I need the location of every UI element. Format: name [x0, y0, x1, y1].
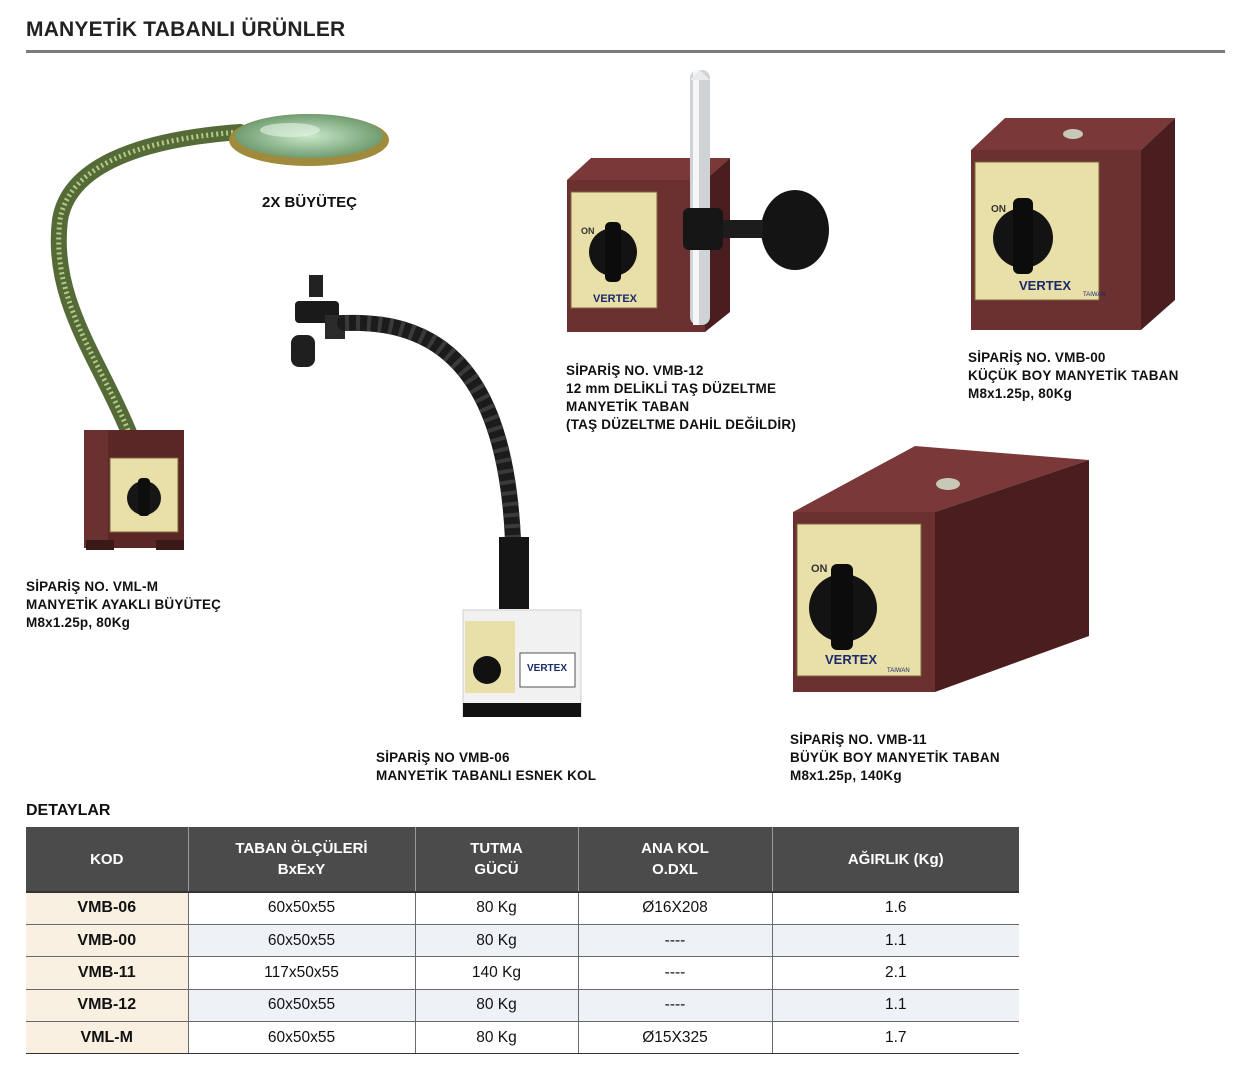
- vmb-06-flexible-arm-image: VERTEX: [291, 275, 582, 717]
- caption-line: MANYETİK AYAKLI BÜYÜTEÇ: [26, 597, 222, 612]
- caption-vmb-11: SİPARİŞ NO. VMB-11 BÜYÜK BOY MANYETİK TA…: [790, 731, 1000, 785]
- vmb-00-magnet-base-image: ON VERTEX TAIWAN: [971, 118, 1175, 330]
- vertex-logo-small: VERTEX: [527, 663, 567, 674]
- cell-weight: 1.1: [772, 989, 1019, 1023]
- vertex-logo: VERTEX: [825, 652, 877, 667]
- on-switch-label: ON: [581, 226, 595, 236]
- caption-vmb-00: SİPARİŞ NO. VMB-00 KÜÇÜK BOY MANYETİK TA…: [968, 349, 1179, 403]
- caption-vml-m: SİPARİŞ NO. VML-M MANYETİK AYAKLI BÜYÜTE…: [26, 578, 221, 632]
- cell-main-arm: Ø16X208: [578, 892, 773, 925]
- caption-line: M8x1.25p, 80Kg: [26, 615, 131, 630]
- cell-holding-force: 80 Kg: [415, 1021, 579, 1055]
- caption-line: BÜYÜK BOY MANYETİK TABAN: [790, 750, 1000, 765]
- caption-line: MANYETİK TABAN: [566, 399, 690, 414]
- on-switch-label: ON: [811, 563, 828, 575]
- cell-dimensions: 60x50x55: [188, 892, 416, 925]
- table-row: VML-M 60x50x55 80 Kg Ø15X325 1.7: [26, 1021, 1019, 1055]
- caption-line: SİPARİŞ NO. VMB-00: [968, 350, 1106, 365]
- header-agirlik: AĞIRLIK (Kg): [772, 827, 1019, 892]
- caption-line: SİPARİŞ NO. VMB-12: [566, 363, 704, 378]
- vml-m-magnifier-image: [50, 114, 389, 550]
- magnifier-label: 2X BÜYÜTEÇ: [262, 194, 358, 211]
- table-row: VMB-12 60x50x55 80 Kg ---- 1.1: [26, 989, 1019, 1023]
- caption-line: KÜÇÜK BOY MANYETİK TABAN: [968, 368, 1179, 383]
- caption-vmb-06: SİPARİŞ NO VMB-06 MANYETİK TABANLI ESNEK…: [376, 749, 596, 785]
- header-kod: KOD: [26, 827, 189, 892]
- cell-code: VMB-00: [26, 924, 189, 958]
- cell-code: VMB-12: [26, 989, 189, 1023]
- cell-weight: 2.1: [772, 956, 1019, 990]
- cell-dimensions: 117x50x55: [188, 956, 416, 990]
- caption-line: 12 mm DELİKLİ TAŞ DÜZELTME: [566, 381, 777, 396]
- cell-dimensions: 60x50x55: [188, 989, 416, 1023]
- table-row: VMB-06 60x50x55 80 Kg Ø16X208 1.6: [26, 892, 1019, 925]
- cell-weight: 1.7: [772, 1021, 1019, 1055]
- title-divider: [26, 50, 1225, 53]
- cell-holding-force: 80 Kg: [415, 989, 579, 1023]
- cell-weight: 1.6: [772, 892, 1019, 925]
- cell-code: VMB-06: [26, 892, 189, 925]
- cell-weight: 1.1: [772, 924, 1019, 958]
- cell-code: VML-M: [26, 1021, 189, 1055]
- cell-dimensions: 60x50x55: [188, 1021, 416, 1055]
- caption-vmb-12: SİPARİŞ NO. VMB-12 12 mm DELİKLİ TAŞ DÜZ…: [566, 362, 796, 434]
- on-switch-label: ON: [991, 204, 1006, 215]
- cell-dimensions: 60x50x55: [188, 924, 416, 958]
- caption-line: SİPARİŞ NO. VMB-11: [790, 732, 927, 747]
- cell-holding-force: 80 Kg: [415, 892, 579, 925]
- vmb-12-magnet-base-image: ON VERTEX: [567, 70, 829, 332]
- vmb-11-magnet-base-image: ON VERTEX TAIWAN: [793, 446, 1089, 692]
- cell-code: VMB-11: [26, 956, 189, 990]
- vertex-logo: VERTEX: [1019, 278, 1071, 293]
- cell-main-arm: ----: [578, 989, 773, 1023]
- page-title: MANYETİK TABANLI ÜRÜNLER: [26, 18, 346, 41]
- origin-label: TAIWAN: [1083, 292, 1106, 298]
- cell-main-arm: ----: [578, 924, 773, 958]
- caption-line: MANYETİK TABANLI ESNEK KOL: [376, 768, 597, 783]
- cell-holding-force: 80 Kg: [415, 924, 579, 958]
- table-row: VMB-11 117x50x55 140 Kg ---- 2.1: [26, 956, 1019, 990]
- cell-main-arm: Ø15X325: [578, 1021, 773, 1055]
- cell-holding-force: 140 Kg: [415, 956, 579, 990]
- caption-line: M8x1.25p, 140Kg: [790, 768, 902, 783]
- cell-main-arm: ----: [578, 956, 773, 990]
- vertex-logo: VERTEX: [593, 293, 638, 305]
- caption-line: (TAŞ DÜZELTME DAHİL DEĞİLDİR): [566, 417, 797, 432]
- caption-line: SİPARİŞ NO VMB-06: [376, 750, 510, 765]
- table-row: VMB-00 60x50x55 80 Kg ---- 1.1: [26, 924, 1019, 958]
- caption-line: SİPARİŞ NO. VML-M: [26, 579, 159, 594]
- caption-line: M8x1.25p, 80Kg: [968, 386, 1073, 401]
- details-title: DETAYLAR: [26, 802, 111, 819]
- origin-label: TAIWAN: [887, 668, 910, 674]
